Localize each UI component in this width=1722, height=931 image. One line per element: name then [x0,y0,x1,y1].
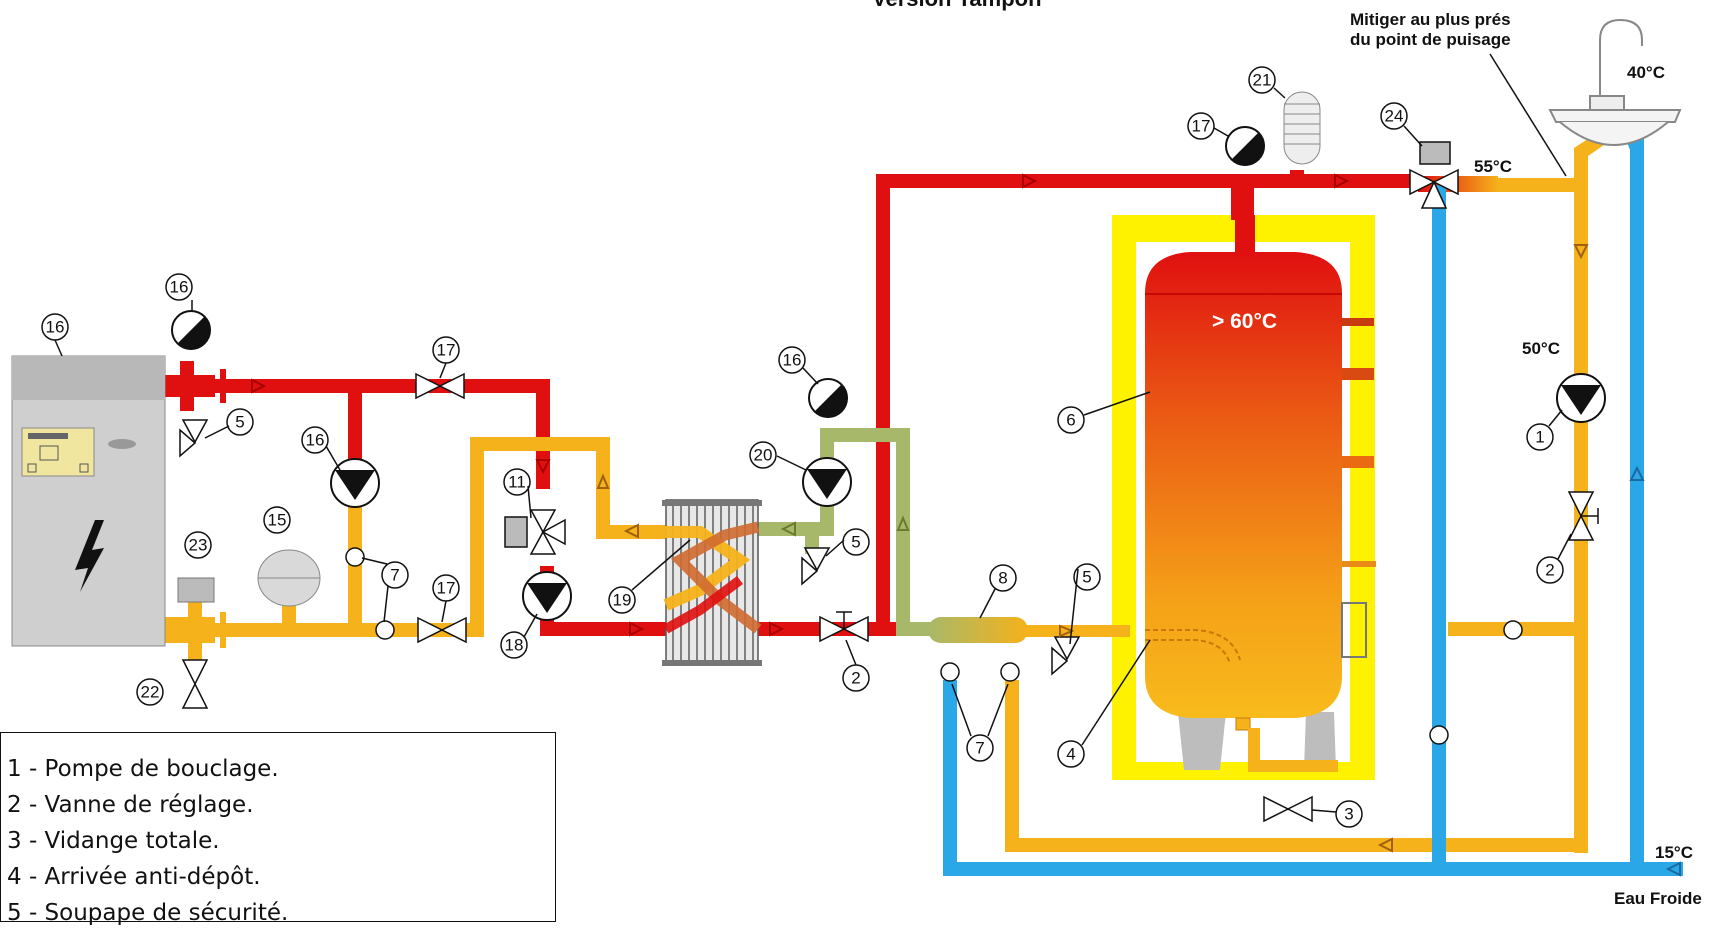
legend-item: 3 - Vidange totale. [7,828,220,854]
thermometer-icon [808,378,848,418]
callouts [41,66,1564,828]
thermometer-icon [1225,126,1265,166]
legend-item: 4 - Arrivée anti-dépôt. [7,864,261,890]
svg-text:7: 7 [975,739,984,758]
hydraulic-diagram: Version Tampon [11,0,1702,908]
callout-numbers: 16 16 5 17 16 7 15 23 22 17 11 18 19 20 … [46,71,1555,824]
svg-text:4: 4 [1066,745,1075,764]
pump-icon [1556,373,1606,423]
temp-55: 55°C [1474,157,1512,176]
legend-item: 2 - Vanne de réglage. [7,792,254,818]
pump-icon [522,571,572,621]
pump-icon [802,457,852,507]
pump-icon [330,458,380,508]
sink-icon [1548,18,1682,146]
svg-text:16: 16 [170,278,189,297]
svg-text:7: 7 [390,566,399,585]
svg-text:16: 16 [306,431,325,450]
valve-icon [181,372,1599,823]
legend-box: 1 - Pompe de bouclage. 2 - Vanne de régl… [0,732,556,926]
electric-bolt-icon [75,520,104,592]
safety-valve-icon [179,419,1081,676]
svg-text:20: 20 [754,446,773,465]
svg-text:5: 5 [1082,568,1091,587]
svg-text:17: 17 [437,579,456,598]
expansion-vessel [257,549,321,607]
temp-tank: > 60°C [1212,310,1277,333]
svg-text:11: 11 [508,473,526,492]
cold-pipes [943,118,1683,876]
collector [928,617,1028,643]
svg-text:2: 2 [1545,561,1554,580]
svg-text:19: 19 [613,591,632,610]
svg-text:16: 16 [46,318,65,337]
svg-text:2: 2 [851,669,860,688]
svg-text:15: 15 [268,511,287,530]
title-fragment: Version Tampon [872,0,1042,11]
svg-text:17: 17 [437,341,456,360]
svg-text:22: 22 [141,683,160,702]
flow-arrows [251,173,1681,877]
cold-water-label: Eau Froide [1614,889,1702,908]
svg-text:6: 6 [1066,411,1075,430]
svg-text:16: 16 [783,351,802,370]
mitigeur-note-line1: Mitiger au plus prés [1350,10,1511,29]
thermometer-icon [171,310,211,350]
svg-text:17: 17 [1192,117,1211,136]
callout-leaders [54,53,1572,813]
mitigeur-note-line2: du point de puisage [1350,30,1511,49]
svg-text:5: 5 [235,413,244,432]
svg-text:8: 8 [998,569,1007,588]
svg-text:5: 5 [851,533,860,552]
temp-50: 50°C [1522,339,1560,358]
temp-tap: 40°C [1627,63,1665,82]
svg-text:21: 21 [1253,71,1272,90]
legend-item: 1 - Pompe de bouclage. [7,756,279,782]
boiler [11,355,166,647]
temp-cold: 15°C [1655,843,1693,862]
svg-text:24: 24 [1385,107,1404,126]
expansion-vessel-top [1283,91,1321,165]
check-valve-icon [345,547,1523,745]
svg-text:1: 1 [1535,428,1544,447]
three-way-valve-icon [504,141,1459,555]
storage-tank [1112,180,1376,780]
svg-text:23: 23 [189,536,208,555]
svg-text:18: 18 [505,636,524,655]
heat-exchanger [610,499,762,666]
air-separator [177,577,215,603]
svg-text:3: 3 [1344,805,1353,824]
legend-item: 5 - Soupape de sécurité. [7,900,289,926]
